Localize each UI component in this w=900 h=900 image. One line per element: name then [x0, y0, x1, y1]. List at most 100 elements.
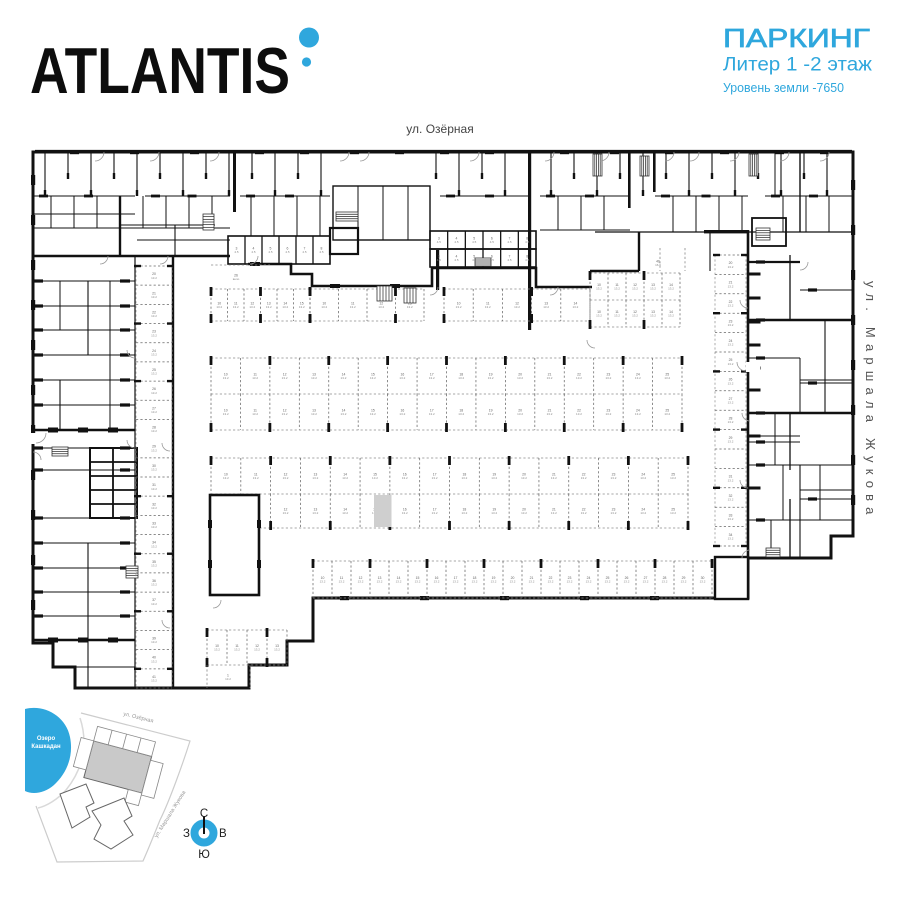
- svg-text:13.2: 13.2: [282, 412, 288, 416]
- svg-text:12: 12: [359, 576, 363, 580]
- svg-text:14: 14: [342, 373, 346, 377]
- svg-text:13.2: 13.2: [399, 412, 405, 416]
- svg-text:13.2: 13.2: [223, 412, 229, 416]
- svg-text:16: 16: [400, 373, 404, 377]
- svg-text:13.2: 13.2: [586, 580, 592, 584]
- svg-text:13.2: 13.2: [249, 305, 255, 309]
- svg-text:12: 12: [379, 302, 383, 306]
- svg-text:24: 24: [641, 473, 645, 477]
- svg-text:10: 10: [597, 310, 601, 314]
- svg-text:21: 21: [548, 373, 552, 377]
- svg-text:25: 25: [671, 508, 675, 512]
- svg-text:6: 6: [491, 237, 493, 241]
- svg-text:14: 14: [669, 310, 673, 314]
- svg-text:19: 19: [489, 373, 493, 377]
- svg-text:13.2: 13.2: [399, 376, 405, 380]
- svg-text:13.2: 13.2: [576, 412, 582, 416]
- svg-text:13.2: 13.2: [551, 511, 557, 515]
- svg-text:10: 10: [457, 302, 461, 306]
- svg-text:24: 24: [152, 349, 156, 353]
- svg-text:16: 16: [403, 473, 407, 477]
- svg-text:24: 24: [729, 339, 733, 343]
- svg-text:25: 25: [671, 473, 675, 477]
- svg-text:ул. Озёрная: ул. Озёрная: [406, 122, 473, 136]
- svg-text:13.2: 13.2: [151, 276, 157, 280]
- svg-text:13.2: 13.2: [728, 440, 734, 444]
- svg-text:10: 10: [224, 373, 228, 377]
- svg-text:18: 18: [473, 576, 477, 580]
- svg-text:13.2: 13.2: [728, 420, 734, 424]
- svg-text:13.2: 13.2: [151, 583, 157, 587]
- svg-text:31: 31: [729, 475, 733, 479]
- svg-text:13.2: 13.2: [225, 677, 231, 681]
- svg-text:12: 12: [250, 302, 254, 306]
- svg-text:13.2: 13.2: [283, 511, 289, 515]
- svg-text:13: 13: [651, 283, 655, 287]
- svg-text:Озеро: Озеро: [37, 736, 56, 742]
- svg-text:13.2: 13.2: [453, 580, 459, 584]
- svg-text:13.2: 13.2: [681, 580, 687, 584]
- svg-text:13: 13: [378, 576, 382, 580]
- svg-text:13.2: 13.2: [728, 304, 734, 308]
- svg-text:26: 26: [234, 274, 238, 278]
- svg-text:23: 23: [607, 409, 611, 413]
- svg-text:29: 29: [729, 436, 733, 440]
- svg-text:28: 28: [663, 576, 667, 580]
- svg-text:13.2: 13.2: [521, 476, 527, 480]
- svg-text:13.2: 13.2: [458, 412, 464, 416]
- svg-text:10: 10: [224, 473, 228, 477]
- svg-text:12: 12: [515, 302, 519, 306]
- svg-text:13.2: 13.2: [434, 580, 440, 584]
- svg-text:14: 14: [343, 508, 347, 512]
- svg-text:11: 11: [234, 302, 238, 306]
- svg-text:4.5: 4.5: [525, 258, 530, 262]
- svg-text:13: 13: [312, 373, 316, 377]
- svg-text:39: 39: [152, 637, 156, 641]
- svg-text:13.2: 13.2: [664, 412, 670, 416]
- svg-text:13: 13: [313, 473, 317, 477]
- svg-text:4.5: 4.5: [472, 258, 477, 262]
- svg-text:46: 46: [656, 260, 660, 264]
- svg-text:13.2: 13.2: [151, 564, 157, 568]
- svg-text:13: 13: [544, 302, 548, 306]
- svg-text:3: 3: [438, 237, 440, 241]
- svg-text:11: 11: [253, 373, 257, 377]
- svg-text:17: 17: [454, 576, 458, 580]
- svg-text:4.5: 4.5: [319, 250, 324, 254]
- svg-text:13.2: 13.2: [151, 468, 157, 472]
- svg-text:12: 12: [283, 409, 287, 413]
- svg-text:21: 21: [729, 281, 733, 285]
- svg-text:18: 18: [463, 508, 467, 512]
- svg-text:27: 27: [152, 406, 156, 410]
- svg-text:13.2: 13.2: [640, 511, 646, 515]
- svg-text:13.2: 13.2: [151, 429, 157, 433]
- svg-text:16: 16: [403, 508, 407, 512]
- svg-text:15: 15: [371, 409, 375, 413]
- svg-text:12: 12: [633, 310, 637, 314]
- svg-text:13.2: 13.2: [664, 376, 670, 380]
- svg-text:20: 20: [518, 373, 522, 377]
- svg-text:4.5: 4.5: [285, 250, 290, 254]
- svg-text:18: 18: [459, 409, 463, 413]
- svg-text:Ю: Ю: [198, 849, 210, 861]
- svg-text:13.2: 13.2: [728, 265, 734, 269]
- svg-text:13.2: 13.2: [223, 476, 229, 480]
- svg-text:13.2: 13.2: [605, 580, 611, 584]
- svg-text:13.2: 13.2: [670, 476, 676, 480]
- svg-text:25: 25: [665, 409, 669, 413]
- svg-text:22: 22: [577, 409, 581, 413]
- svg-text:11: 11: [351, 302, 355, 306]
- svg-text:25: 25: [152, 368, 156, 372]
- svg-text:ATLANTIS: ATLANTIS: [30, 34, 290, 107]
- svg-text:13.2: 13.2: [491, 511, 497, 515]
- svg-text:19: 19: [492, 576, 496, 580]
- svg-text:25: 25: [606, 576, 610, 580]
- svg-text:30: 30: [152, 464, 156, 468]
- svg-text:24: 24: [587, 576, 591, 580]
- svg-text:13.2: 13.2: [728, 343, 734, 347]
- svg-text:13.2: 13.2: [253, 476, 259, 480]
- svg-text:13.2: 13.2: [650, 287, 656, 291]
- svg-text:12: 12: [283, 373, 287, 377]
- svg-text:13: 13: [267, 302, 271, 306]
- svg-text:13.2: 13.2: [429, 376, 435, 380]
